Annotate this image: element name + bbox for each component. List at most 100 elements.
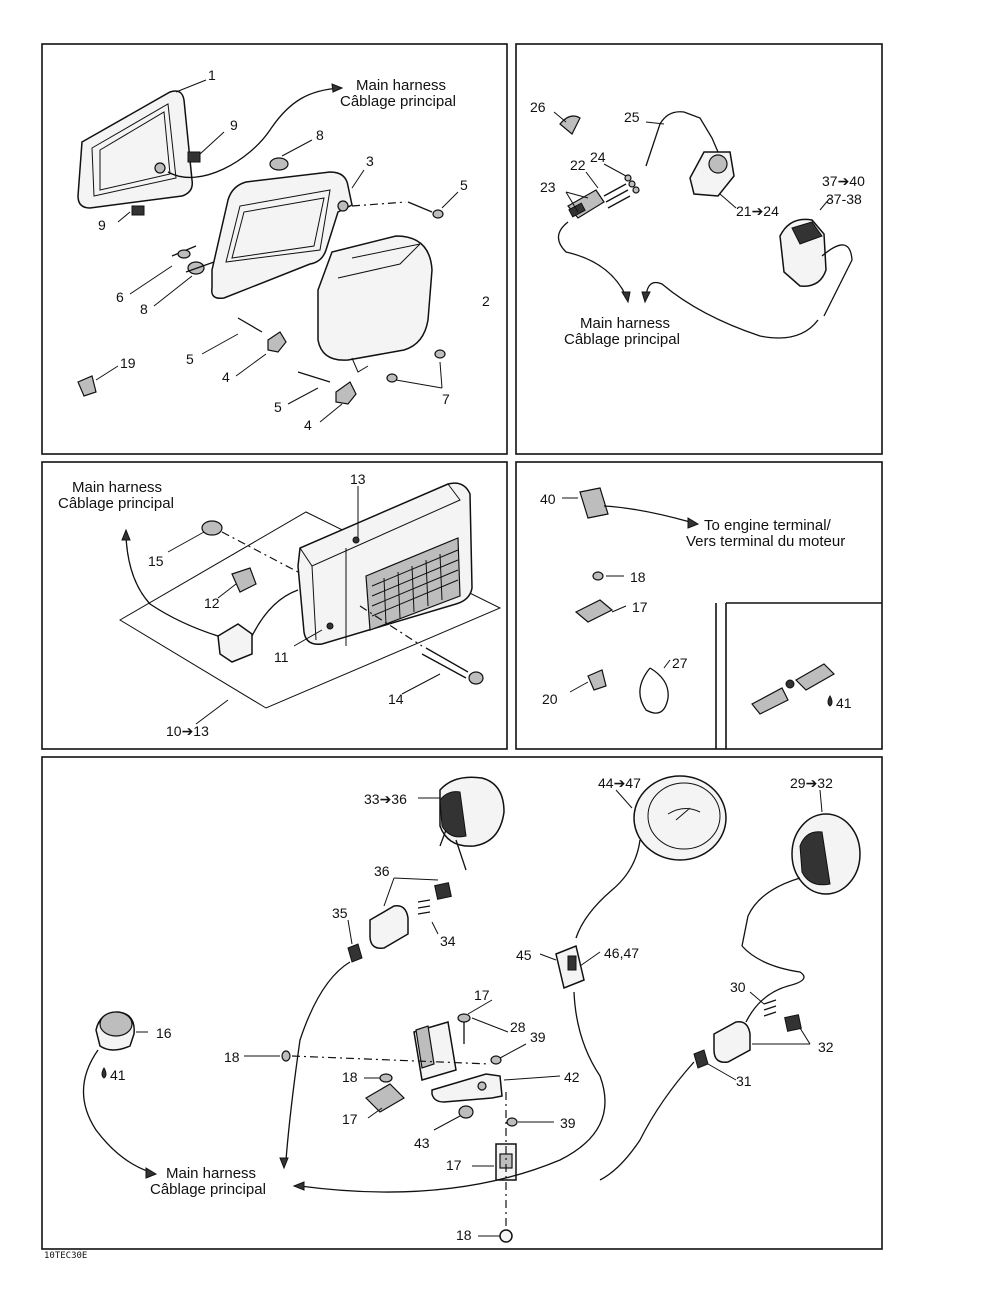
- text-labels: Main harness Câblage principal 1 9 9 8 3…: [44, 67, 865, 1261]
- harness-label-fr-5: Câblage principal: [150, 1181, 266, 1198]
- label-17c: 17: [342, 1111, 358, 1127]
- label-2: 2: [482, 293, 490, 309]
- label-8a: 8: [316, 127, 324, 143]
- harness-wire-left: [557, 221, 627, 297]
- headlight-group: [77, 79, 459, 423]
- small-parts-group: [562, 487, 835, 715]
- label-17b: 17: [474, 987, 490, 1003]
- headlight-housing: [317, 235, 433, 373]
- clip-19: [77, 375, 97, 397]
- leaders-panel2: [553, 111, 831, 213]
- harness-arrow-16: [145, 1167, 158, 1179]
- connector-22-23: [567, 183, 631, 219]
- cable-25: [645, 111, 719, 167]
- grommet-axis: [221, 531, 299, 573]
- label-33: 33➔36: [364, 791, 407, 807]
- screw-axis: [359, 605, 423, 647]
- connector-45: [555, 944, 585, 990]
- nut-17c: [365, 1083, 405, 1113]
- panel-frames: [41, 43, 883, 1250]
- label-37b: 37-38: [826, 191, 862, 207]
- headlight-lens: [77, 90, 194, 209]
- label-23: 23: [540, 179, 556, 195]
- harness-wire-31: [599, 1061, 695, 1181]
- label-5c: 5: [274, 399, 282, 415]
- harness-arrow-left: [621, 291, 631, 304]
- harness-label-fr: Câblage principal: [340, 93, 456, 110]
- label-44: 44➔47: [598, 775, 641, 791]
- harness-wire-35: [285, 961, 351, 1161]
- label-36: 36: [374, 863, 390, 879]
- label-13: 13: [350, 471, 366, 487]
- connector-32: [713, 999, 802, 1063]
- wire-29-drop: [741, 945, 805, 1023]
- clip-upper: [187, 151, 201, 163]
- bolt-lower-mid: [237, 317, 287, 353]
- gauge-29: [741, 813, 861, 947]
- engine-label-en: To engine terminal/: [704, 517, 832, 534]
- part-20: [587, 669, 607, 691]
- label-43: 43: [414, 1135, 430, 1151]
- screw-7: [386, 349, 446, 383]
- label-42: 42: [564, 1069, 580, 1085]
- switch-group: [553, 111, 853, 339]
- label-25: 25: [624, 109, 640, 125]
- drawing-code: 10TEC30E: [44, 1251, 87, 1261]
- label-41b: 41: [110, 1067, 126, 1083]
- label-15: 15: [148, 553, 164, 569]
- taillight-grille: [365, 537, 461, 631]
- spacer-43: [458, 1105, 474, 1119]
- label-6: 6: [116, 289, 124, 305]
- label-18d: 18: [456, 1227, 472, 1243]
- label-18a: 18: [630, 569, 646, 585]
- label-8b: 8: [140, 301, 148, 317]
- label-34: 34: [440, 933, 456, 949]
- tie-26: [559, 115, 581, 135]
- bolt-lower: [297, 371, 357, 405]
- label-32: 32: [818, 1039, 834, 1055]
- label-9a: 9: [230, 117, 238, 133]
- pins-24: [624, 174, 640, 194]
- label-30: 30: [730, 979, 746, 995]
- harness-label-en-3: Main harness: [72, 479, 162, 496]
- label-4a: 4: [222, 369, 230, 385]
- taillight-harness-arrow: [121, 528, 131, 541]
- label-29: 29➔32: [790, 775, 833, 791]
- connector-36: [369, 882, 452, 949]
- harness-label-fr-2: Câblage principal: [564, 331, 680, 348]
- label-22: 22: [570, 157, 586, 173]
- nut-39b: [506, 1117, 518, 1127]
- harness-label-en: Main harness: [356, 77, 446, 94]
- label-37a: 37➔40: [822, 173, 865, 189]
- harness-label-en-5: Main harness: [166, 1165, 256, 1182]
- label-10: 10➔13: [166, 723, 209, 739]
- label-5b: 5: [186, 351, 194, 367]
- cable-37: [821, 244, 853, 317]
- leaders-panel4: [562, 497, 671, 693]
- label-21: 21➔24: [736, 203, 779, 219]
- screw-18b: [281, 1050, 291, 1062]
- clip-17b: [415, 1025, 435, 1069]
- engine-label-fr: Vers terminal du moteur: [686, 533, 845, 550]
- label-35: 35: [332, 905, 348, 921]
- label-9b: 9: [98, 217, 106, 233]
- lens-harness-wire: [167, 87, 341, 178]
- taillight-harness-wire: [125, 535, 219, 637]
- harness-wire-45: [299, 991, 606, 1193]
- taillight-group: [119, 482, 502, 725]
- tie-27: [639, 667, 669, 714]
- label-16: 16: [156, 1025, 172, 1041]
- leaders-panel3: [167, 486, 441, 725]
- label-45: 45: [516, 947, 532, 963]
- nut-17a: [574, 599, 614, 623]
- label-14: 14: [388, 691, 404, 707]
- label-4b: 4: [304, 417, 312, 433]
- screw-14: [421, 647, 484, 685]
- screw-18d: [499, 1229, 513, 1243]
- terminal-40: [579, 487, 609, 519]
- lens-dot: [352, 536, 360, 544]
- leaders-panel5: [136, 789, 823, 1237]
- harness-label-fr-3: Câblage principal: [58, 495, 174, 512]
- label-12: 12: [204, 595, 220, 611]
- label-3: 3: [366, 153, 374, 169]
